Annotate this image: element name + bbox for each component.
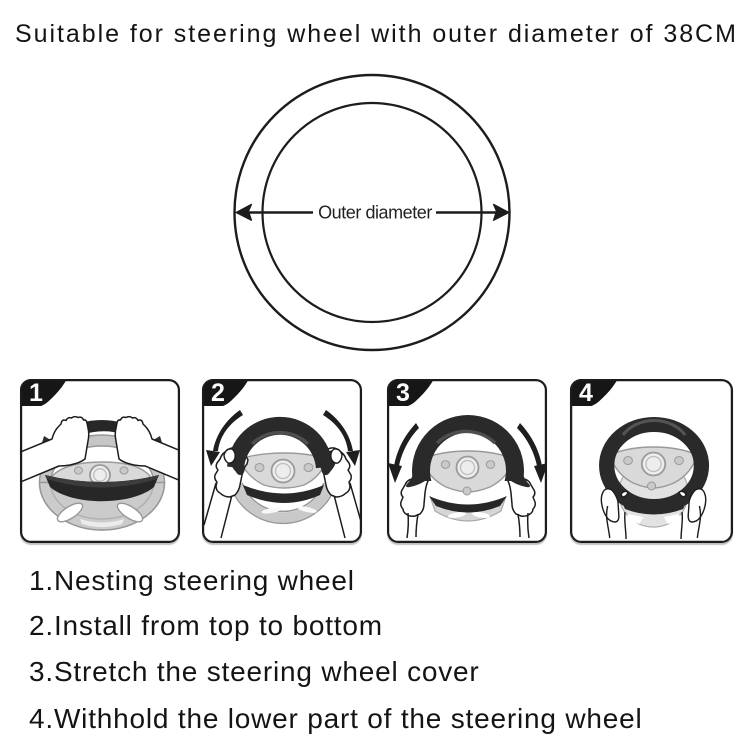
- svg-text:Outer diameter: Outer diameter: [318, 203, 432, 223]
